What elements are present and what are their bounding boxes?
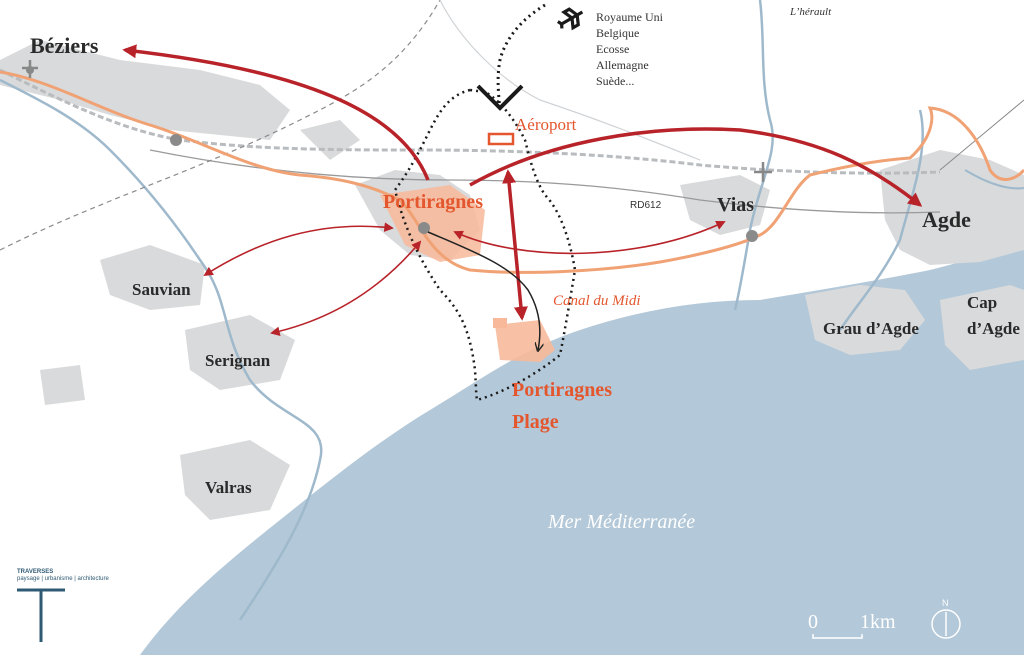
flight-path [496, 3, 546, 111]
road-airport [439, 0, 701, 161]
canal-du-midi [0, 70, 1024, 274]
urban-serignan [185, 315, 295, 390]
river-orb [0, 78, 323, 621]
traverses-logo: TRAVERSES paysage | urbanisme | architec… [17, 569, 109, 642]
urban-misc-1 [300, 120, 360, 160]
label-canal: Canal du Midi [553, 293, 641, 309]
minor-arrows [203, 220, 726, 337]
label-grau-dagde: Grau d’Agde [823, 319, 919, 338]
label-aeroport: Aéroport [515, 115, 577, 134]
urban-beziers [0, 40, 290, 140]
north-arrow: N [931, 598, 961, 639]
label-vias: Vias [717, 194, 754, 216]
road-ne [939, 99, 1024, 171]
label-beziers: Béziers [30, 33, 99, 58]
airport-symbol [487, 132, 515, 146]
rail-line [0, 68, 941, 175]
airplane-icon [556, 7, 584, 31]
north-circle [931, 609, 961, 639]
urban-valras [180, 440, 290, 520]
road-agde-bridge [964, 169, 1024, 190]
rd612-road [149, 149, 941, 214]
flight-arrow-head [476, 84, 524, 111]
major-arrows [122, 44, 923, 321]
destination-item: Ecosse [596, 42, 629, 56]
highway-dashed [0, 0, 441, 251]
north-label: N [942, 598, 949, 608]
river-herault [733, 0, 774, 311]
arrow-portiragnes-serignan [270, 240, 422, 337]
arrow-portiragnes-sauvian [203, 222, 394, 277]
label-sauvian: Sauvian [132, 280, 191, 299]
urban-vias [680, 175, 770, 235]
scale-bar: 0 1km [808, 611, 896, 639]
arrow-portiragnes-vias [453, 220, 726, 255]
urban-grau [805, 285, 925, 355]
logo-mark [17, 588, 65, 642]
label-cap-dagde-1: Cap [967, 293, 997, 312]
destination-item: Suède... [596, 74, 634, 88]
destination-item: Belgique [596, 26, 639, 40]
arrow-airport-plage [502, 169, 528, 321]
label-road: RD612 [630, 200, 662, 211]
label-portiragnes-plage-1: Portiragnes [512, 379, 612, 401]
urban-cap [940, 285, 1024, 370]
urban-sauvian [100, 245, 205, 310]
stations [22, 60, 772, 242]
sea-area [140, 240, 1024, 655]
scale-line [812, 634, 863, 639]
commune-boundary [393, 88, 577, 402]
logo-tagline: paysage | urbanisme | architecture [17, 576, 109, 582]
urban-misc-2 [40, 365, 85, 405]
scale-start: 0 [808, 611, 818, 633]
label-portiragnes-plage-2: Plage [512, 411, 559, 433]
station-1 [170, 134, 182, 146]
station-portiragnes [418, 222, 430, 234]
arrow-to-beziers [122, 44, 430, 181]
label-valras: Valras [205, 478, 252, 497]
arrow-to-agde [469, 127, 923, 207]
label-portiragnes: Portiragnes [383, 191, 483, 213]
cross-beziers [22, 60, 38, 78]
station-vias [746, 230, 758, 242]
roads [0, 0, 1024, 251]
destination-item: Royaume Uni [596, 10, 664, 24]
cross-vias [754, 162, 772, 182]
label-sea: Mer Méditerranée [547, 511, 695, 533]
label-cap-dagde-2: d’Agde [967, 319, 1020, 338]
scale-end: 1km [860, 611, 896, 633]
portiragnes-plage-zone-small [493, 318, 507, 328]
label-agde: Agde [922, 207, 971, 232]
flight-destinations: Royaume Uni Belgique Ecosse Allemagne Su… [596, 10, 664, 88]
logo-name: TRAVERSES [17, 569, 53, 575]
arrow-portiragnes-plage-black [427, 231, 540, 350]
label-serignan: Serignan [205, 351, 271, 370]
label-river: L’hérault [789, 6, 832, 18]
destination-item: Allemagne [596, 58, 649, 72]
urban-areas [0, 40, 1024, 520]
